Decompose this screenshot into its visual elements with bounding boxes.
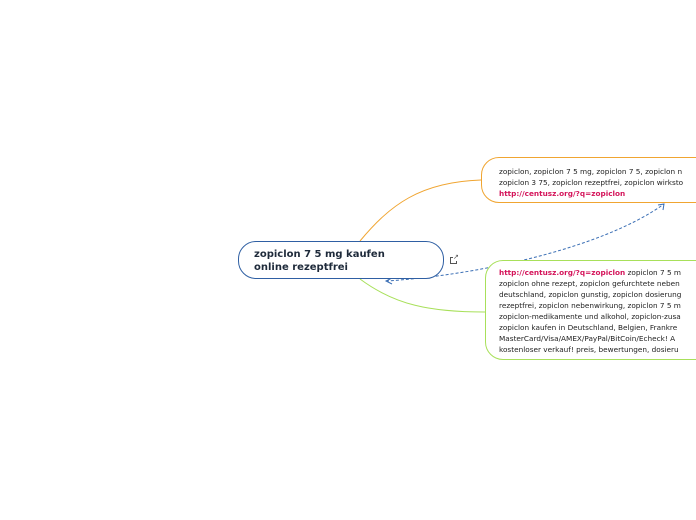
branch-line-topic-1 [359, 179, 482, 242]
topic-2-line-4: rezeptfrei, zopiclon nebenwirkung, zopic… [499, 301, 681, 310]
topic-keywords[interactable]: zopiclon, zopiclon 7 5 mg, zopiclon 7 5,… [481, 157, 696, 203]
topic-1-line-2: zopiclon 3 75, zopiclon rezeptfrei, zopi… [499, 178, 684, 187]
topic-2-link[interactable]: http://centusz.org/?q=zopiclon [499, 268, 626, 277]
topic-description[interactable]: http://centusz.org/?q=zopiclon zopiclon … [485, 260, 696, 360]
topic-1-link[interactable]: http://centusz.org/?q=zopiclon [499, 189, 626, 198]
central-topic-title: zopiclon 7 5 mg kaufen online rezeptfrei [254, 249, 385, 273]
topic-2-line-2: zopiclon ohne rezept, zopiclon gefurchte… [499, 279, 680, 288]
topic-2-line-8: kostenloser verkauf! preis, bewertungen,… [499, 345, 679, 354]
central-topic[interactable]: zopiclon 7 5 mg kaufen online rezeptfrei [238, 241, 444, 279]
topic-1-line-1: zopiclon, zopiclon 7 5 mg, zopiclon 7 5,… [499, 167, 683, 176]
branch-line-topic-2 [359, 278, 486, 313]
topic-2-line-7: MasterCard/Visa/AMEX/PayPal/BitCoin/Eche… [499, 334, 676, 343]
topic-2-line-5: zopiclon-medikamente und alkohol, zopicl… [499, 312, 681, 321]
topic-2-line-3: deutschland, zopiclon gunstig, zopiclon … [499, 290, 682, 299]
topic-2-line-6: zopiclon kaufen in Deutschland, Belgien,… [499, 323, 678, 332]
relationship-arrow-start [384, 277, 393, 285]
external-link-icon[interactable]: ↗ [450, 254, 459, 264]
topic-2-line-1-rest: zopiclon 7 5 m [627, 268, 682, 277]
relationship-arrow-end [657, 203, 665, 211]
